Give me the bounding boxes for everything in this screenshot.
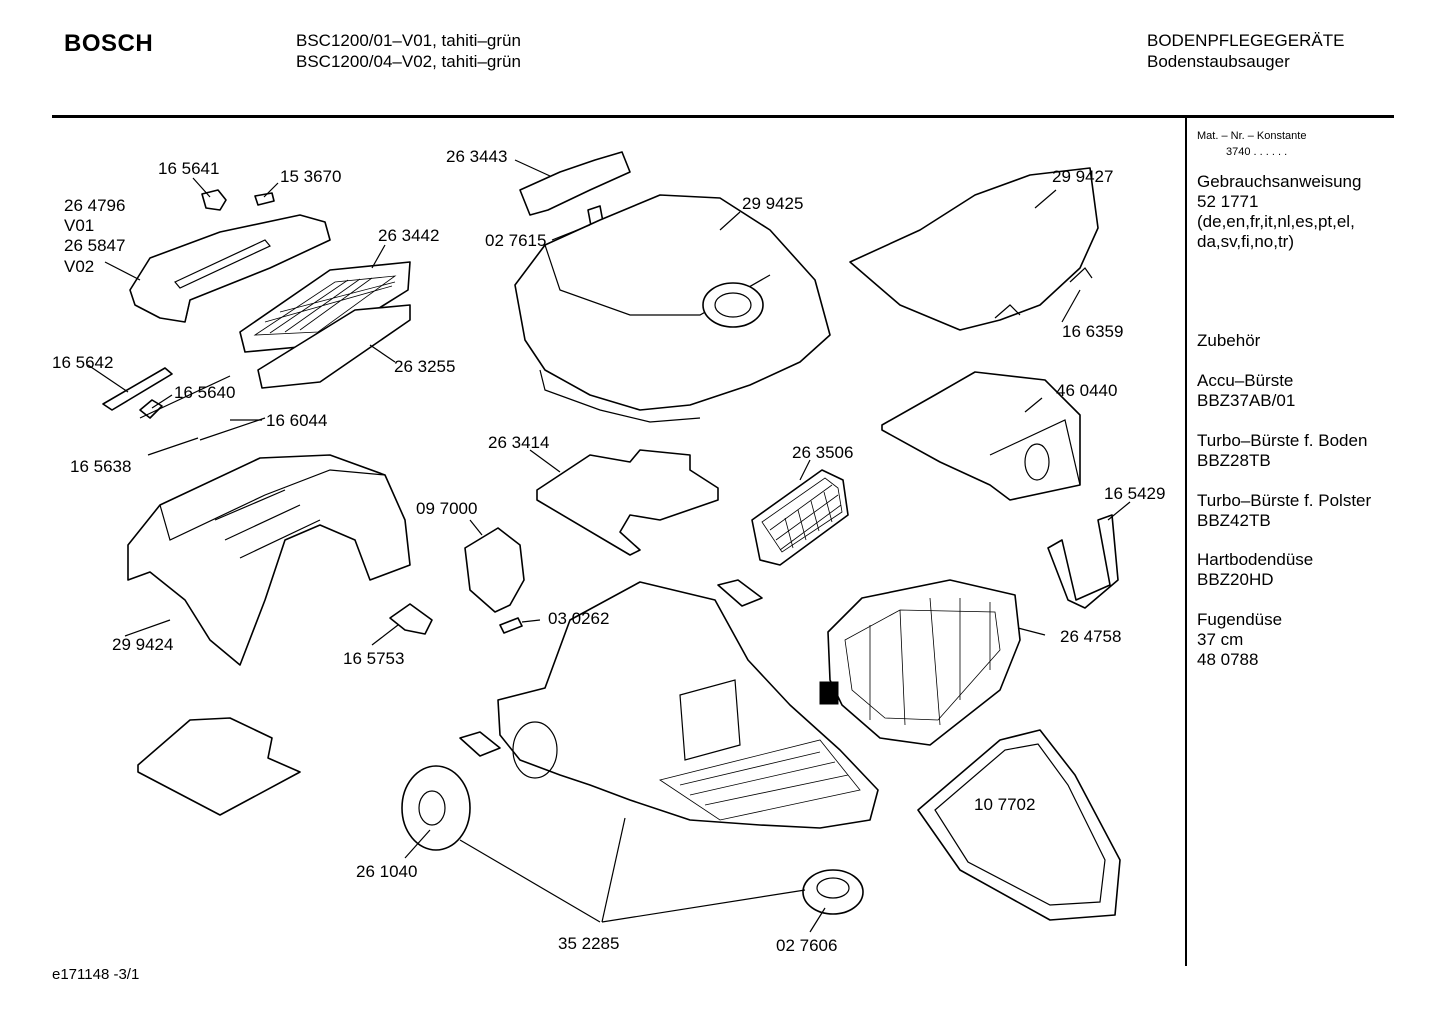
part-number-label: 16 6359 (1062, 322, 1123, 341)
filter-mat-part (257, 304, 411, 389)
accessory-name: Turbo–Bürste f. Polster (1197, 491, 1372, 510)
bag-holder-part (819, 579, 1021, 746)
header-divider (52, 115, 1394, 118)
mat-value: 3740 . . . . . . (1226, 146, 1288, 158)
part-number-label: 29 9424 (112, 635, 173, 654)
manual-number: 52 1771 (1197, 192, 1259, 211)
part-number-label: 02 7606 (776, 936, 837, 955)
crevice-tool-size: 37 cm (1197, 630, 1244, 649)
dust-bag-part (881, 371, 1081, 501)
spacer-part (459, 731, 501, 757)
chassis-part (497, 581, 879, 829)
wheel-part (401, 765, 471, 851)
hinge-part (994, 267, 1093, 319)
accessories-title: Zubehör (1197, 331, 1261, 350)
part-number-label: 26 5847 (64, 236, 125, 255)
part-number-label: 46 0440 (1056, 381, 1117, 400)
manual-title: Gebrauchsanweisung (1197, 172, 1362, 191)
accessory-name: Hartbodendüse (1197, 550, 1314, 569)
castor-part (802, 869, 864, 915)
part-number-label: 03 0262 (548, 609, 609, 628)
part-number-label: 35 2285 (558, 934, 619, 953)
crevice-tool-name: Fugendüse (1197, 610, 1283, 629)
button-part (201, 189, 275, 211)
accessory-code: BBZ28TB (1197, 451, 1271, 470)
part-number-label: 26 3442 (378, 226, 439, 245)
leader-lines (87, 159, 1131, 933)
mat-label: Mat. – Nr. – Konstante (1197, 130, 1307, 142)
exploded-parts-diagram: 16 5641 15 3670 26 4796 V01 26 5847 V02 … (52, 147, 1165, 955)
model-line-1: BSC1200/01–V01, tahiti–grün (296, 31, 521, 50)
part-number-label: 09 7000 (416, 499, 477, 518)
part-number-label: 16 6044 (266, 411, 327, 430)
seal-part (917, 729, 1121, 921)
variant-label: V01 (64, 216, 94, 235)
accessory-name: Accu–Bürste (1197, 371, 1294, 390)
crevice-tool-code: 48 0788 (1197, 650, 1259, 669)
lower-housing-part (127, 454, 411, 666)
cover-flap-part (849, 167, 1099, 331)
manual-languages-2: da,sv,fi,no,tr) (1197, 232, 1294, 251)
part-number-label: 10 7702 (974, 795, 1035, 814)
part-number-label: 02 7615 (485, 231, 546, 250)
upper-housing-part (514, 194, 831, 423)
part-number-label: 16 5641 (158, 159, 219, 178)
part-number-label: 16 5642 (52, 353, 113, 372)
part-number-label: 29 9425 (742, 194, 803, 213)
exhaust-grille-part (239, 261, 411, 353)
part-number-label: 26 3443 (446, 147, 507, 166)
variant-label: V02 (64, 257, 94, 276)
spacer-part (717, 579, 763, 607)
brand-logo: BOSCH (64, 30, 154, 57)
part-number-label: 26 1040 (356, 862, 417, 881)
pad-part (536, 449, 719, 556)
accessory-code: BBZ42TB (1197, 511, 1271, 530)
clip-part (102, 367, 266, 441)
category-title: BODENPFLEGEGERÄTE (1147, 31, 1345, 50)
part-number-label: 16 5429 (1104, 484, 1165, 503)
part-number-label: 15 3670 (280, 167, 341, 186)
part-number-label: 16 5753 (343, 649, 404, 668)
part-number-label: 26 4758 (1060, 627, 1121, 646)
accessory-code: BBZ37AB/01 (1197, 391, 1296, 410)
part-number-label: 16 5640 (174, 383, 235, 402)
accessory-code: BBZ20HD (1197, 570, 1274, 589)
motor-filter-pad-part (137, 717, 301, 816)
accessory-name: Turbo–Bürste f. Boden (1197, 431, 1368, 450)
part-number-label: 26 3414 (488, 433, 549, 452)
part-number-label: 26 4796 (64, 196, 125, 215)
model-line-2: BSC1200/04–V02, tahiti–grün (296, 52, 521, 71)
top-cover-part (129, 214, 331, 323)
pin-part (499, 617, 523, 634)
part-number-label: 29 9427 (1052, 167, 1113, 186)
part-number-label: 26 3506 (792, 443, 853, 462)
part-number-label: 16 5638 (70, 457, 131, 476)
lid-part (519, 151, 631, 216)
hepa-filter-part (751, 469, 849, 566)
part-number-label: 26 3255 (394, 357, 455, 376)
manual-languages-1: (de,en,fr,it,nl,es,pt,el, (1197, 212, 1355, 231)
valve-part (464, 527, 525, 613)
category-subtitle: Bodenstaubsauger (1147, 52, 1290, 71)
sidebar-divider (1185, 118, 1187, 966)
document-id: e171148 -3/1 (52, 966, 140, 983)
bracket-part (1047, 514, 1119, 609)
latch-part (389, 603, 433, 635)
